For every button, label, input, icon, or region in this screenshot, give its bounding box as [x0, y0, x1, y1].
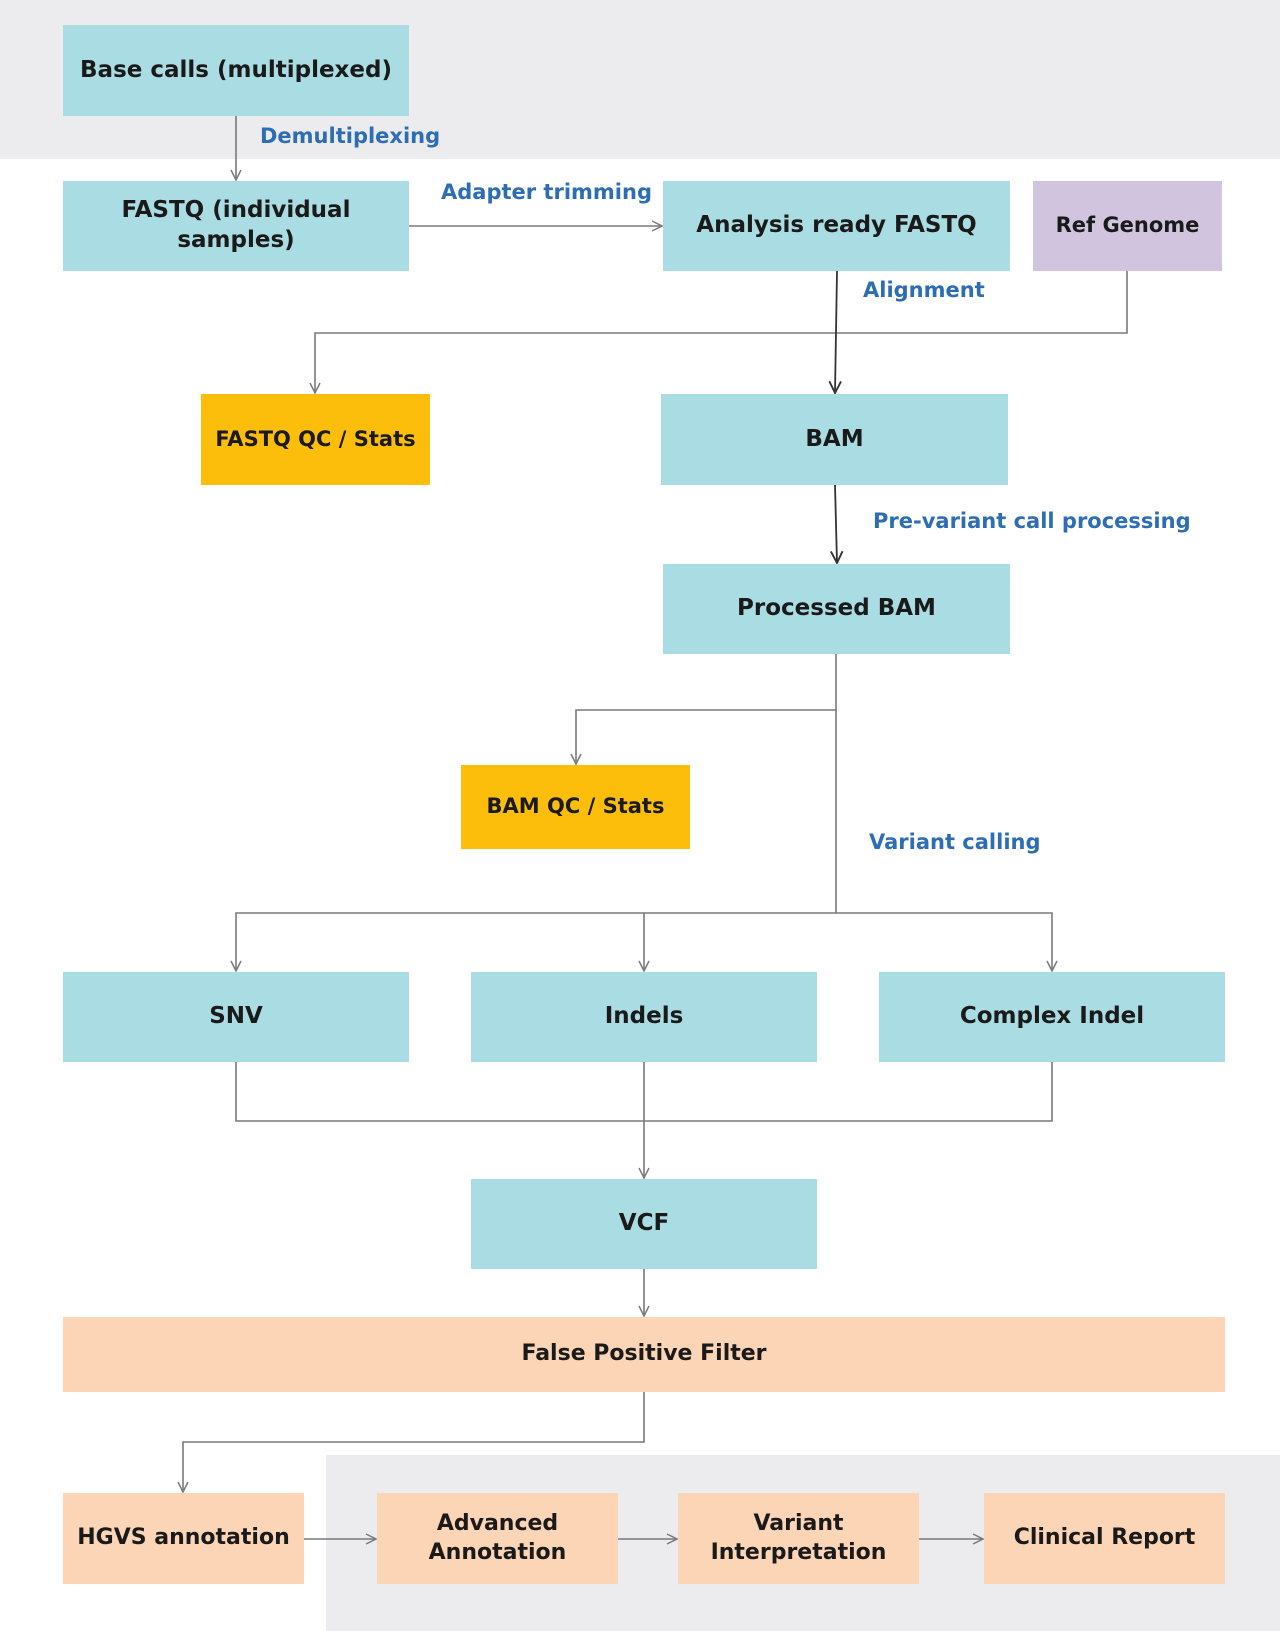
edge-variant-calling-to-snv [236, 912, 836, 971]
edge-filter-to-hgvs [183, 1392, 645, 1492]
edge-alignment [835, 270, 837, 393]
node-indels: Indels [471, 972, 817, 1062]
node-clinical-report: Clinical Report [984, 1493, 1225, 1584]
node-variant-interpretation: Variant Interpretation [678, 1493, 919, 1584]
node-fastq-individual: FASTQ (individual samples) [63, 181, 409, 271]
label-adapter-trimming: Adapter trimming [441, 180, 652, 204]
node-bam-qc-stats: BAM QC / Stats [461, 765, 690, 849]
node-vcf: VCF [471, 1179, 817, 1269]
node-complex-indel: Complex Indel [879, 972, 1225, 1062]
label-variant-calling: Variant calling [869, 830, 1041, 854]
node-analysis-ready-fastq: Analysis ready FASTQ [663, 181, 1010, 271]
label-pre-variant-call-processing: Pre-variant call processing [873, 509, 1191, 533]
node-base-calls: Base calls (multiplexed) [63, 25, 409, 116]
node-false-positive-filter: False Positive Filter [63, 1317, 1225, 1392]
label-alignment: Alignment [863, 278, 985, 302]
node-processed-bam: Processed BAM [663, 564, 1010, 654]
label-demultiplexing: Demultiplexing [260, 124, 441, 148]
node-snv: SNV [63, 972, 409, 1062]
edge-processed-bam-to-bam-qc [576, 654, 837, 764]
edge-ref-genome-to-fastq-qc [315, 271, 1128, 393]
node-fastq-qc-stats: FASTQ QC / Stats [201, 394, 430, 485]
edge-pre-variant-call-processing [835, 484, 837, 563]
node-advanced-annotation: Advanced Annotation [377, 1493, 618, 1584]
node-ref-genome: Ref Genome [1033, 181, 1222, 271]
node-bam: BAM [661, 394, 1008, 485]
edge-variant-calling-to-complex-indel [836, 912, 1052, 971]
node-hgvs-annotation: HGVS annotation [63, 1493, 304, 1584]
